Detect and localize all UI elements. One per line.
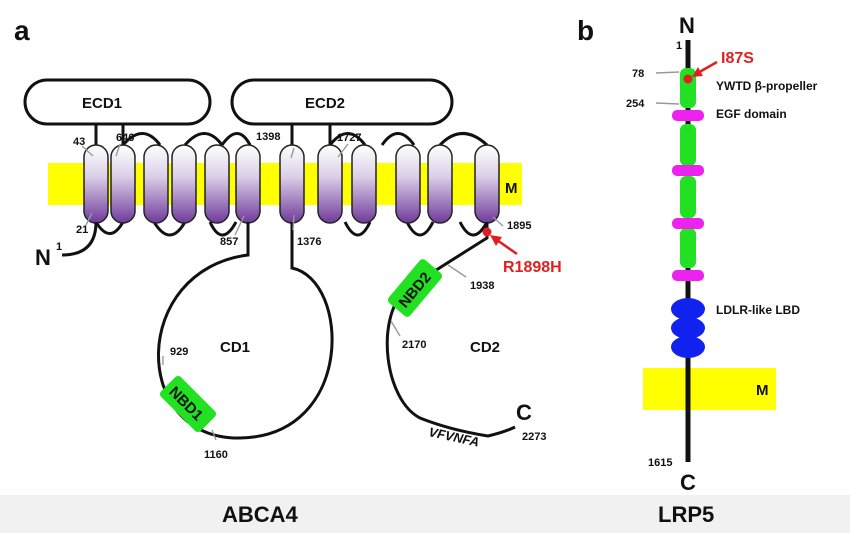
tm-helix [171, 144, 197, 224]
egf-segment [672, 165, 704, 176]
res-857: 857 [220, 236, 238, 248]
ywtd-label: YWTD β-propeller [716, 79, 818, 93]
panel-a-letter: a [14, 15, 30, 46]
tm-helix [351, 144, 377, 224]
res-1398: 1398 [256, 131, 280, 143]
res-1895: 1895 [507, 220, 531, 232]
panel-b-c-terminus: C [680, 470, 696, 495]
panel-b-leader-lines [655, 71, 680, 105]
r1898h-arrowhead [490, 235, 502, 246]
ldlr-label: LDLR-like LBD [716, 303, 800, 317]
r1898h-label: R1898H [503, 259, 562, 276]
i87s-label: I87S [721, 50, 754, 67]
panel-b-n-terminus: N [679, 13, 695, 38]
tm-helix [395, 144, 421, 224]
extracellular-loops [121, 132, 489, 147]
r1898h-site [482, 227, 492, 237]
egf-segment [672, 110, 704, 121]
tm-helix [317, 144, 343, 224]
res-254: 254 [626, 98, 645, 110]
panel-b-membrane [643, 368, 776, 410]
panel-b-letter: b [577, 15, 594, 46]
tm-helix [204, 144, 230, 224]
tm-helix [235, 144, 261, 224]
panel-a-c-terminus: C [516, 400, 532, 425]
res-1938: 1938 [470, 280, 494, 292]
panel-b-title: LRP5 [658, 502, 714, 527]
panel-a-title: ABCA4 [222, 502, 299, 527]
tm-helix [110, 144, 136, 224]
cd1-label: CD1 [220, 339, 250, 356]
egf-label: EGF domain [716, 107, 787, 121]
res-646: 646 [116, 132, 134, 144]
ecd2-domain [230, 78, 454, 126]
egf-segment [672, 270, 704, 281]
ywtd-segment [680, 176, 696, 218]
ldlr-repeat [671, 298, 705, 320]
cd2-loop [385, 222, 516, 438]
cd1-loop [157, 222, 334, 440]
tm-helix [143, 144, 169, 224]
i87s-site [683, 74, 693, 84]
i87s-arrowhead [692, 67, 703, 77]
ldlr-repeat [671, 336, 705, 358]
nbd1-domain: NBD1 [159, 375, 217, 433]
panel-a-n-terminus: N [35, 245, 51, 270]
res-1615: 1615 [648, 457, 672, 469]
ywtd-segment [680, 124, 696, 166]
res-1160: 1160 [204, 449, 228, 461]
n-terminal-tail [61, 221, 98, 257]
tm-helices [83, 144, 500, 224]
res-1376: 1376 [297, 236, 321, 248]
res-2273: 2273 [522, 431, 546, 443]
cd2-label: CD2 [470, 339, 500, 356]
ecd1-label: ECD1 [82, 95, 122, 112]
ywtd-segment [680, 68, 696, 108]
nbd2-domain: NBD2 [387, 259, 443, 317]
ywtd-segment [680, 228, 696, 268]
ldlr-repeat [671, 317, 705, 339]
panel-a-n-residue: 1 [56, 241, 62, 253]
ecd2-label: ECD2 [305, 95, 345, 112]
panel-a-leader-lines [81, 143, 504, 441]
res-929: 929 [170, 346, 188, 358]
res-78: 78 [632, 68, 644, 80]
panel-a-membrane-label: M [505, 180, 518, 197]
res-21: 21 [76, 224, 88, 236]
tm-helix [427, 144, 453, 224]
res-1: 1 [676, 40, 682, 52]
res-2170: 2170 [402, 339, 426, 351]
res-1727: 1727 [337, 132, 361, 144]
ecd1-domain [23, 78, 212, 126]
tm-helix [474, 144, 500, 224]
intracellular-loops [94, 221, 489, 237]
panel-b-membrane-label: M [756, 382, 769, 399]
tm-helix [83, 144, 109, 224]
egf-segment [672, 218, 704, 229]
title-strip [0, 495, 850, 533]
res-43: 43 [73, 136, 85, 148]
